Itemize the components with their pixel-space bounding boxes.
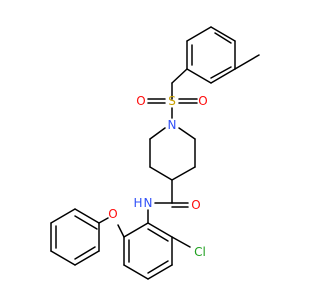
bond — [186, 68, 212, 84]
bond — [171, 166, 196, 181]
nitrogen-atom-label: N — [144, 196, 153, 210]
bond — [149, 127, 166, 140]
molecule-diagram: O S O N O N H O Cl — [50, 26, 260, 280]
bond — [117, 224, 125, 238]
sulfur-atom-label: S — [168, 94, 176, 108]
atom-label-layer: O S O N O N H O Cl — [108, 94, 207, 259]
bond — [178, 127, 196, 140]
chlorine-atom-label: Cl — [194, 245, 206, 259]
bond — [149, 166, 173, 181]
bond — [147, 222, 173, 238]
oxygen-atom-label: O — [108, 207, 117, 221]
bond — [74, 246, 96, 260]
bond — [74, 250, 100, 266]
bond — [98, 217, 109, 224]
oxygen-atom-label: O — [136, 94, 145, 108]
bond — [147, 264, 173, 280]
bond — [123, 264, 149, 280]
bond — [210, 66, 232, 79]
bond — [50, 208, 76, 224]
bond — [234, 54, 260, 70]
bond — [74, 215, 98, 230]
bond — [210, 68, 236, 84]
bond — [50, 250, 76, 266]
nitrogen-atom-label: N — [168, 118, 177, 132]
bond — [186, 26, 212, 42]
bond — [147, 228, 169, 242]
bond — [171, 68, 188, 84]
bond — [214, 32, 232, 44]
bond — [74, 208, 100, 224]
bond — [171, 236, 191, 248]
bond — [147, 260, 169, 274]
hydrogen-atom-label: H — [133, 196, 142, 210]
oxygen-atom-label: O — [191, 198, 200, 212]
structure-canvas: O S O N O N H O Cl — [50, 26, 260, 280]
bond — [210, 26, 236, 42]
bond — [123, 222, 149, 238]
oxygen-atom-label: O — [198, 94, 207, 108]
bond-layer — [50, 26, 260, 280]
